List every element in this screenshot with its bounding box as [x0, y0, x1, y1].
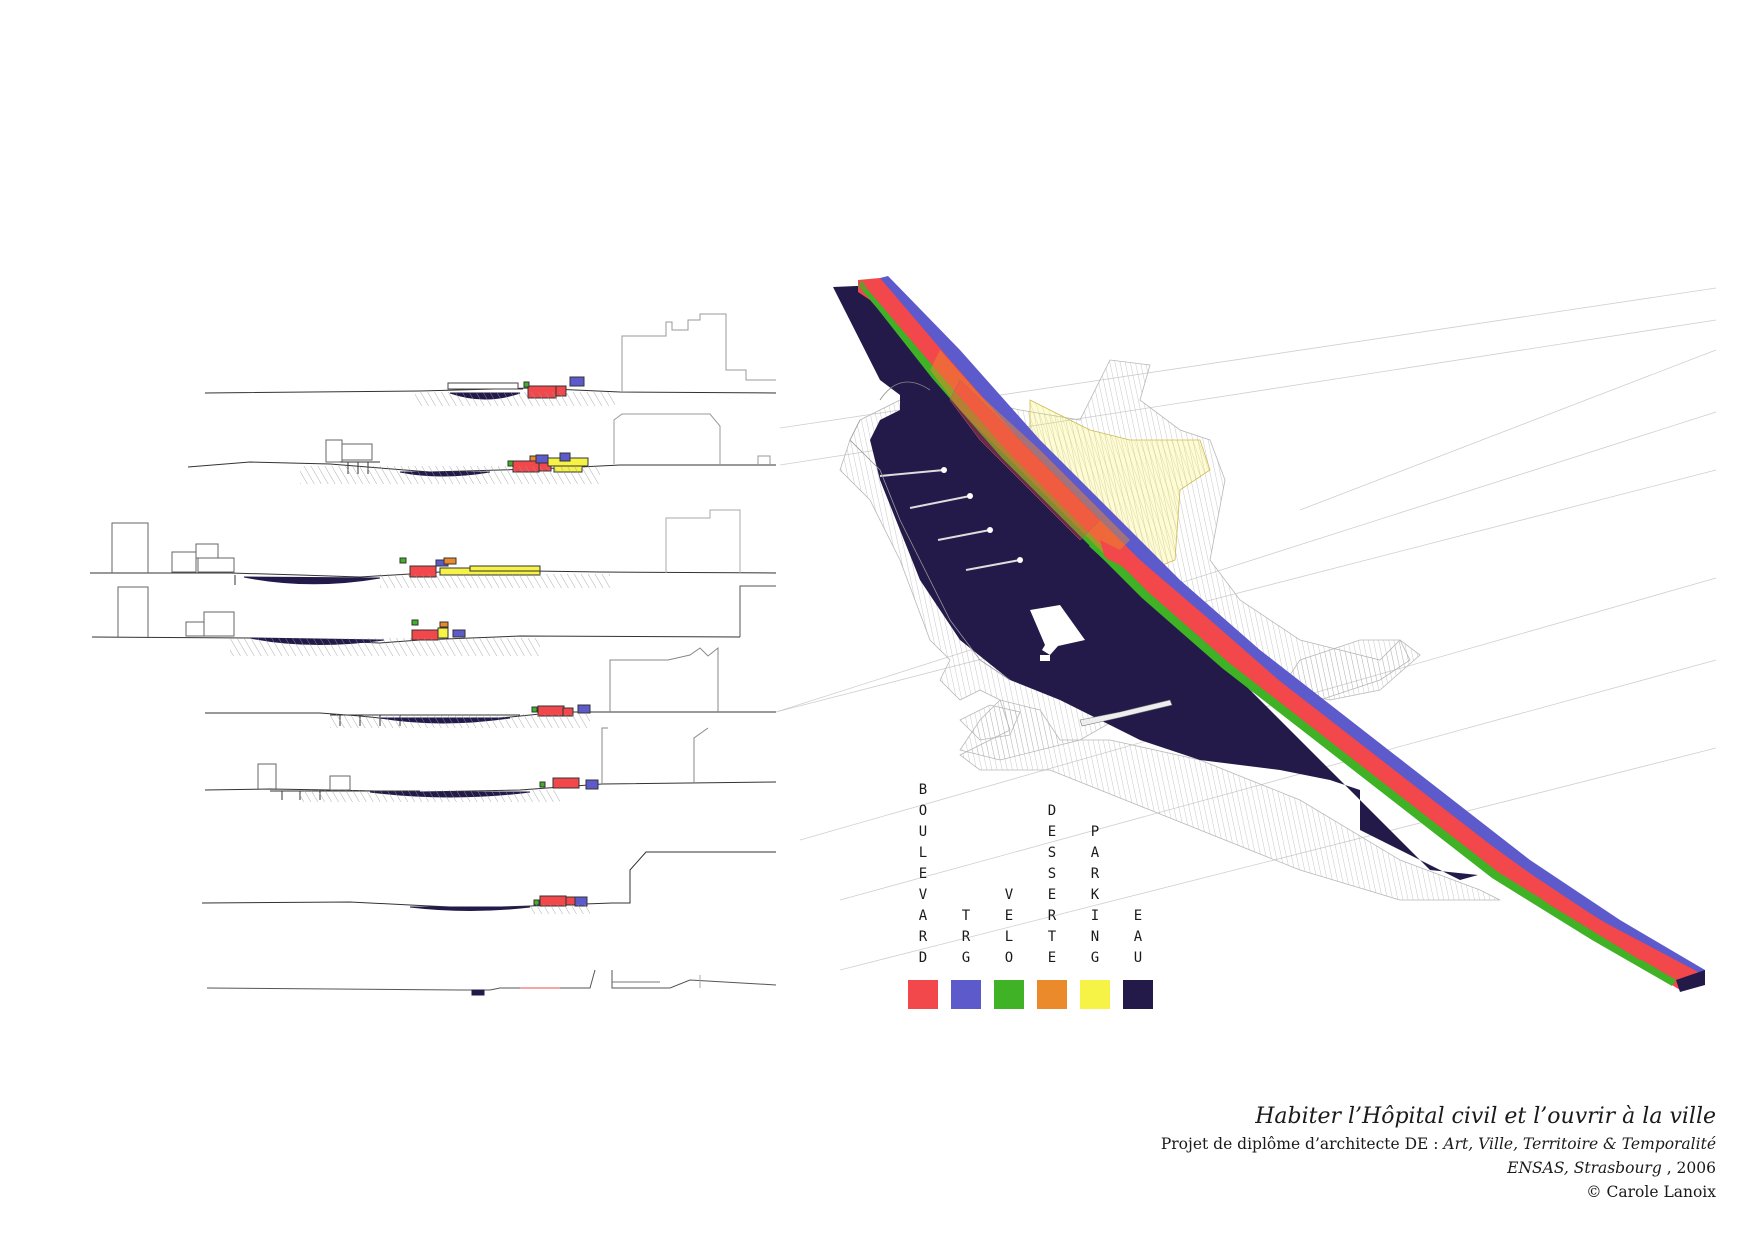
legend-letter: E: [1047, 824, 1057, 840]
section-5: [205, 646, 776, 728]
section-7: [201, 851, 776, 914]
legend-letter: L: [1004, 929, 1014, 945]
section-1: [204, 313, 777, 406]
swatch-trg: [951, 980, 981, 1009]
legend-letter: E: [918, 866, 928, 882]
project-subtitle: Projet de diplôme d’architecte DE : Art,…: [1161, 1132, 1716, 1156]
legend-letter: E: [1047, 950, 1057, 966]
legend-letter: R: [1047, 908, 1057, 924]
legend-letter: N: [1090, 929, 1100, 945]
credits-block: Habiter l’Hôpital civil et l’ouvrir à la…: [1161, 1101, 1716, 1204]
legend-letter: K: [1090, 887, 1100, 903]
copyright: © Carole Lanoix: [1586, 1183, 1716, 1201]
swatch-velo: [994, 980, 1024, 1009]
school-line: ENSAS, Strasbourg , 2006: [1161, 1156, 1716, 1180]
legend-letter: E: [1047, 887, 1057, 903]
legend-letter: E: [1004, 908, 1014, 924]
legend-letter: A: [918, 908, 928, 924]
legend-letter: R: [918, 929, 928, 945]
legend-letter: T: [1047, 929, 1057, 945]
section-4: [91, 585, 776, 656]
section-6: [204, 727, 777, 802]
legend-letter: B: [918, 782, 928, 798]
legend-letter: P: [1090, 824, 1100, 840]
legend-letter: U: [1133, 950, 1143, 966]
legend-letter: R: [961, 929, 971, 945]
section-8: [206, 969, 777, 996]
legend-letter: A: [1090, 845, 1100, 861]
legend-letter: V: [1004, 887, 1014, 903]
swatch-boulevard: [908, 980, 938, 1009]
legend-letter: S: [1047, 866, 1057, 882]
section-3: [90, 509, 777, 588]
legend-letter: L: [918, 845, 928, 861]
school-name: ENSAS, Strasbourg: [1507, 1159, 1662, 1177]
legend-letter: D: [918, 950, 928, 966]
axonometric-plan: [833, 276, 1705, 992]
school-year: , 2006: [1661, 1159, 1716, 1177]
legend-letter: V: [918, 887, 928, 903]
legend-letter: U: [918, 824, 928, 840]
legend-letter: D: [1047, 803, 1057, 819]
swatch-eau: [1123, 980, 1153, 1009]
legend-letter: T: [961, 908, 971, 924]
legend-letter: G: [1090, 950, 1100, 966]
swatch-desserte: [1037, 980, 1067, 1009]
subtitle-italic: Art, Ville, Territoire & Temporalité: [1443, 1135, 1716, 1153]
legend-letter: G: [961, 950, 971, 966]
legend-letter: R: [1090, 866, 1100, 882]
cross-sections: [90, 313, 777, 996]
legend-letter: O: [918, 803, 928, 819]
legend-letter: O: [1004, 950, 1014, 966]
legend-swatches: [908, 980, 1153, 1009]
legend-letter: E: [1133, 908, 1143, 924]
subtitle-prefix: Projet de diplôme d’architecte DE :: [1160, 1135, 1444, 1153]
legend-letter: S: [1047, 845, 1057, 861]
legend-letter: I: [1090, 908, 1100, 924]
project-title: Habiter l’Hôpital civil et l’ouvrir à la…: [1255, 1104, 1716, 1129]
section-2: [187, 413, 776, 484]
swatch-parking: [1080, 980, 1110, 1009]
legend-letter: A: [1133, 929, 1143, 945]
